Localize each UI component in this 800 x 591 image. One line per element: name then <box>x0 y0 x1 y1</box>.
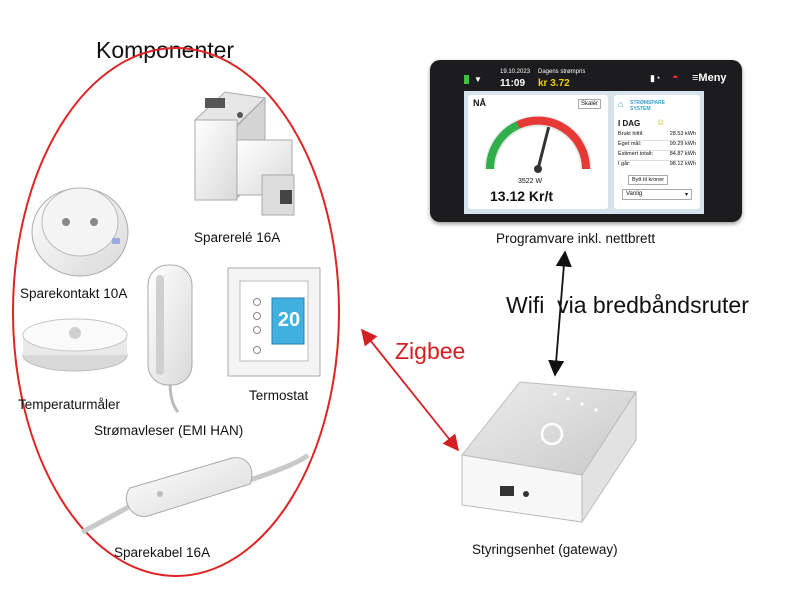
price-gauge <box>484 115 592 173</box>
components-ellipse <box>12 47 340 577</box>
info-panel: ⌂ STRØMSPARE SYSTEM I DAG ☺ Brukt hittil… <box>614 95 700 209</box>
label-stromavleser: Strømavleser (EMI HAN) <box>94 423 244 438</box>
menu-button[interactable]: ≡Meny <box>692 72 727 84</box>
gateway-device <box>461 381 637 524</box>
tablet-device: ▼ 19.10.2023 11:09 Dagens strømpris kr 3… <box>430 60 742 222</box>
switch-currency-button[interactable]: Bytt til kroner <box>628 175 669 185</box>
zigbee-arrow <box>360 328 460 452</box>
now-label: NÅ <box>473 98 486 108</box>
notification-icon: ▮◔ <box>650 73 661 83</box>
stat-row: Brukt hittil: 28.53 kWh <box>618 131 696 141</box>
stat-row: Estimert totalt: 84.87 kWh <box>618 151 696 161</box>
stat-value: 99.29 kWh <box>669 141 696 147</box>
price-big: 13.12 Kr/t <box>490 188 554 204</box>
diagram-title: Komponenter <box>96 37 235 63</box>
tablet-screen: NÅ Skalér 3522 W 13.12 Kr/t ⌂ STRØMSPARE… <box>464 91 704 214</box>
stats-list: Brukt hittil: 28.53 kWh Eget mål: 99.29 kW… <box>618 131 696 170</box>
price-now: kr 3.72 <box>538 78 570 89</box>
brand-name: STRØMSPARE SYSTEM <box>630 100 665 112</box>
price-label: Dagens strømpris <box>538 69 586 75</box>
stat-value: 84.87 kWh <box>669 151 696 157</box>
wifi-arrow <box>548 250 572 377</box>
tablet-status-bar: ▼ 19.10.2023 11:09 Dagens strømpris kr 3… <box>464 67 734 91</box>
mode-select[interactable]: Vanlig ▾ <box>622 189 692 200</box>
stat-row: Eget mål: 99.29 kWh <box>618 141 696 151</box>
stat-value: 28.53 kWh <box>669 131 696 137</box>
stat-label: Eget mål: <box>618 141 642 147</box>
today-label: I DAG <box>618 119 641 128</box>
battery-icon <box>464 75 469 84</box>
scale-button[interactable]: Skalér <box>578 99 602 109</box>
watts-readout: 3522 W <box>518 178 543 185</box>
stat-label: Estimert totalt: <box>618 151 654 157</box>
smiley-icon: ☺ <box>656 117 666 127</box>
label-sparerele: Sparerelé 16A <box>194 230 281 245</box>
stat-value: 98.12 kWh <box>669 161 696 167</box>
label-sparekontakt: Sparekontakt 10A <box>20 286 128 301</box>
gauge-needle <box>536 126 550 171</box>
stat-label: I går: <box>618 161 631 167</box>
stat-label: Brukt hittil: <box>618 131 644 137</box>
thermostat-display-value: 20 <box>277 309 301 331</box>
tablet-time: 11:09 <box>500 78 526 89</box>
label-tablet: Programvare inkl. nettbrett <box>496 231 656 246</box>
smart-cable-device <box>80 453 310 535</box>
signal-icon: ▼ <box>474 75 482 84</box>
chevron-down-icon: ▾ <box>684 192 688 198</box>
label-sparekabel: Sparekabel 16A <box>114 545 211 560</box>
mode-select-value: Vanlig <box>626 191 643 197</box>
temperature-sensor-device <box>22 318 128 372</box>
label-gateway: Styringsenhet (gateway) <box>472 542 618 557</box>
menu-icon: ≡ <box>692 72 699 84</box>
tablet-date: 19.10.2023 <box>500 69 531 75</box>
house-logo-icon: ⌂ <box>618 99 624 109</box>
han-reader-device <box>147 264 193 413</box>
wifi-icon: ◓ <box>672 72 679 84</box>
stat-row: I går: 98.12 kWh <box>618 161 696 170</box>
relay-device <box>193 91 295 216</box>
zigbee-label: Zigbee <box>395 338 466 364</box>
label-termostat: Termostat <box>249 388 309 403</box>
smart-plug-device <box>31 187 129 277</box>
menu-label: Meny <box>698 72 727 84</box>
wifi-label: Wifi via bredbåndsruter <box>506 292 749 318</box>
gauge-panel: NÅ Skalér 3522 W 13.12 Kr/t <box>468 95 608 209</box>
thermostat-device <box>227 267 321 377</box>
label-temperaturmaler: Temperaturmåler <box>18 397 121 412</box>
